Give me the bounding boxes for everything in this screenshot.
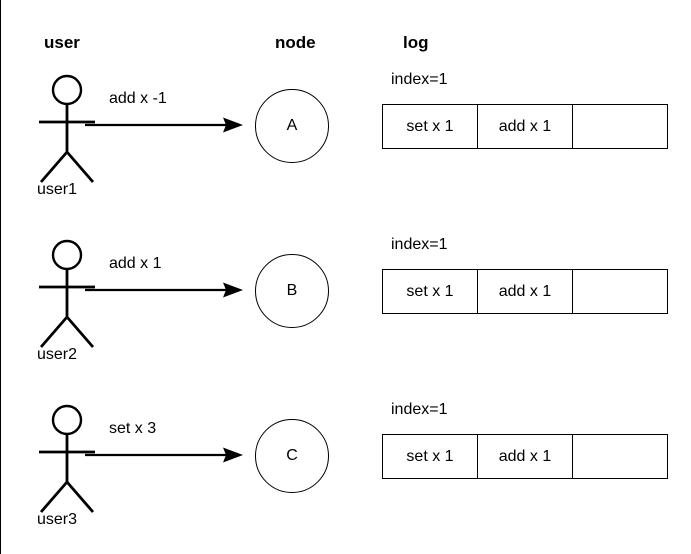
node-label: C [286, 447, 298, 464]
log-entries-box: set x 1 add x 1 [382, 434, 668, 479]
node-label: B [286, 282, 298, 299]
log-cell: set x 1 [383, 105, 478, 148]
node-circle: A [255, 89, 329, 163]
actor-label: user1 [37, 181, 78, 198]
node-circle: C [255, 419, 329, 493]
log-cell [573, 270, 667, 313]
diagram-row: user3 set x 3 C index=1 set x 1 add x 1 [1, 394, 691, 554]
node-circle: B [255, 254, 329, 328]
actor-stick-figure-icon [31, 400, 111, 515]
actor-label: user2 [37, 346, 78, 363]
log-cell: add x 1 [478, 105, 573, 148]
log-cell: add x 1 [478, 435, 573, 478]
column-header-node: node [275, 33, 316, 52]
log-index-label: index=1 [391, 236, 448, 253]
log-index-label: index=1 [391, 401, 448, 418]
actor-stick-figure-icon [31, 70, 111, 185]
diagram-row: user1 add x -1 A index=1 set x 1 add x 1 [1, 64, 691, 234]
arrow-label: add x -1 [109, 90, 167, 107]
log-entries-box: set x 1 add x 1 [382, 104, 668, 149]
actor-label: user3 [37, 511, 78, 528]
arrow-label: add x 1 [109, 255, 162, 272]
diagram-row: user2 add x 1 B index=1 set x 1 add x 1 [1, 229, 691, 399]
log-entries-box: set x 1 add x 1 [382, 269, 668, 314]
node-label: A [286, 117, 298, 134]
message-arrow-icon [85, 281, 245, 299]
column-header-user: user [44, 33, 80, 52]
log-index-label: index=1 [391, 71, 448, 88]
arrow-label: set x 3 [109, 420, 157, 437]
log-cell [573, 105, 667, 148]
log-cell: set x 1 [383, 270, 478, 313]
message-arrow-icon [85, 446, 245, 464]
column-header-log: log [403, 33, 429, 52]
message-arrow-icon [85, 116, 245, 134]
log-cell: add x 1 [478, 270, 573, 313]
log-cell: set x 1 [383, 435, 478, 478]
log-cell [573, 435, 667, 478]
actor-stick-figure-icon [31, 235, 111, 350]
